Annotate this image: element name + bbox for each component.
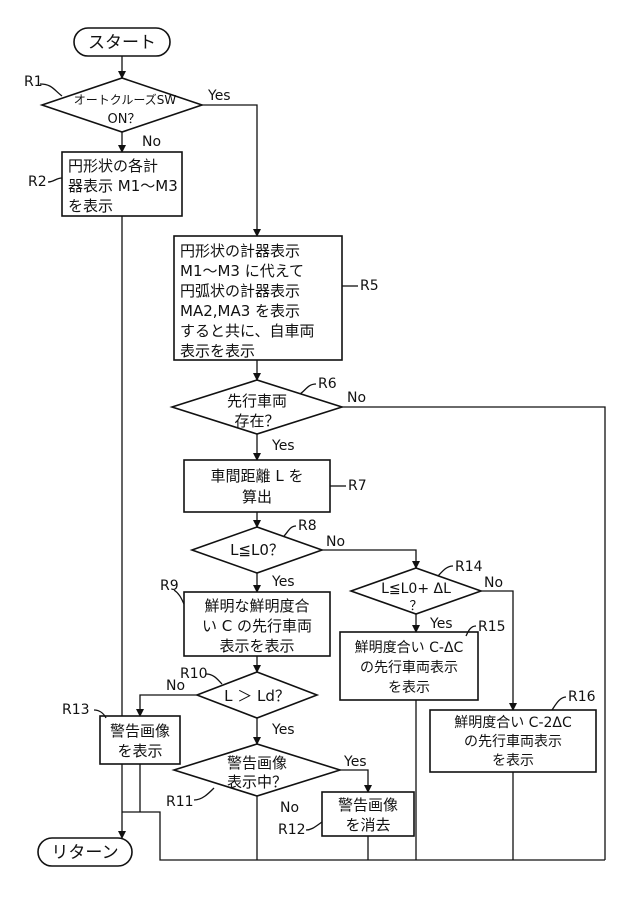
- r10-yes: Yes: [271, 722, 295, 738]
- decision-r1: オートクルーズSW ON？ R1 Yes No: [24, 74, 231, 150]
- r15-text-2: の先行車両表示: [360, 659, 458, 676]
- r9-ref: R9: [160, 578, 179, 594]
- r8-no: No: [326, 534, 345, 550]
- r10-no: No: [166, 678, 185, 694]
- r6-ref-tick: [299, 383, 317, 395]
- r12-ref-tick: [305, 821, 323, 831]
- r5-text-3: 円弧状の計器表示: [180, 282, 300, 300]
- r8-text-1: L≦L0？: [230, 541, 284, 559]
- r9-ref-tick: [173, 589, 185, 605]
- decision-r8: L≦L0？ R8 Yes No: [189, 518, 345, 590]
- r11-yes: Yes: [343, 754, 367, 770]
- start-terminal: スタート: [73, 27, 171, 57]
- r15-ref-tick: [465, 625, 477, 637]
- connector-r11-yes: [340, 769, 372, 793]
- r14-ref: R14: [455, 559, 483, 575]
- r10-text-1: L ＞ Ld？: [224, 687, 290, 705]
- r15-text-1: 鮮明度合い C-ΔC: [355, 640, 464, 656]
- r13-ref-tick: [93, 709, 107, 719]
- r9-text-1: 鮮明な鮮明度合: [204, 597, 309, 615]
- r6-no: No: [347, 390, 366, 406]
- r11-ref: R11: [166, 794, 194, 810]
- r14-text-2: ？: [409, 599, 422, 614]
- r1-text-1: オートクルーズSW: [74, 92, 177, 107]
- r16-text-1: 鮮明度合い C-2ΔC: [454, 715, 572, 731]
- r6-yes: Yes: [271, 438, 295, 454]
- r2-text-3: を表示: [68, 197, 113, 215]
- r5-text-6: 表示を表示: [180, 342, 255, 360]
- r1-yes: Yes: [207, 88, 231, 104]
- r11-ref-tick: [193, 787, 215, 801]
- connectors: [118, 56, 606, 861]
- connector-bottom-collector: [122, 811, 605, 861]
- r7-text-1: 車間距離 L を: [211, 467, 304, 485]
- connector-r8-no: [322, 549, 420, 569]
- return-terminal: リターン: [37, 837, 133, 867]
- connector-r10-no: [136, 694, 197, 717]
- r9-text-3: 表示を表示: [219, 637, 294, 655]
- r12-ref: R12: [278, 822, 306, 838]
- r5-text-5: すると共に、自車両: [180, 322, 315, 340]
- r7-ref: R7: [348, 478, 367, 494]
- r11-text-1: 警告画像: [227, 754, 287, 772]
- r10-ref: R10: [180, 666, 208, 682]
- r6-text-2: 存在？: [234, 412, 279, 430]
- r14-ref-tick: [437, 565, 454, 577]
- r8-ref-tick: [283, 525, 297, 537]
- r1-ref-tick: [39, 83, 63, 97]
- r2-ref-tick: [47, 177, 63, 183]
- r5-text-4: MA2,MA3 を表示: [180, 302, 300, 320]
- process-r16: 鮮明度合い C-2ΔC の先行車両表示 を表示 R16: [429, 689, 597, 773]
- r11-no: No: [280, 800, 299, 816]
- r1-text-2: ON？: [108, 112, 141, 127]
- r5-text-1: 円形状の計器表示: [180, 242, 300, 260]
- r15-ref: R15: [478, 619, 506, 635]
- r1-no: No: [142, 134, 161, 150]
- process-r15: 鮮明度合い C-ΔC の先行車両表示 を表示 R15: [339, 619, 506, 701]
- r8-ref: R8: [298, 518, 317, 534]
- decision-r6: 先行車両 存在？ R6 Yes No: [169, 376, 366, 454]
- decision-r14: L≦L0+ ΔL ？ R14 Yes No: [348, 559, 503, 632]
- r5-ref: R5: [360, 278, 379, 294]
- r6-text-1: 先行車両: [227, 392, 287, 410]
- process-r13: 警告画像 を表示 R13: [62, 702, 181, 765]
- connector-r6-no: [342, 406, 606, 860]
- process-r9: 鮮明な鮮明度合 い C の先行車両 表示を表示 R9: [160, 578, 331, 657]
- r9-text-2: い C の先行車両: [202, 617, 312, 635]
- process-r2: 円形状の各計 器表示 M1～M3 を表示 R2: [28, 151, 183, 217]
- connector-r1-yes: [202, 104, 261, 237]
- r6-ref: R6: [318, 376, 337, 392]
- r15-text-3: を表示: [388, 680, 430, 696]
- r13-text-2: を表示: [117, 742, 162, 760]
- r14-yes: Yes: [429, 616, 453, 632]
- r2-text-2: 器表示 M1～M3: [68, 177, 178, 195]
- r10-ref-tick: [205, 673, 223, 685]
- process-r12: 警告画像 を消去 R12: [278, 791, 415, 838]
- process-r7: 車間距離 L を 算出 R7: [183, 459, 367, 513]
- r16-ref: R16: [568, 689, 596, 705]
- r2-ref: R2: [28, 174, 47, 190]
- r12-text-1: 警告画像: [338, 796, 398, 814]
- r5-text-2: M1～M3 に代えて: [180, 262, 304, 280]
- r1-ref: R1: [24, 74, 43, 90]
- r13-text-1: 警告画像: [110, 722, 170, 740]
- r16-text-3: を表示: [492, 753, 534, 769]
- process-r5: 円形状の計器表示 M1～M3 に代えて 円弧状の計器表示 MA2,MA3 を表示…: [173, 235, 379, 361]
- return-label: リターン: [51, 843, 118, 863]
- r16-ref-tick: [551, 696, 567, 711]
- r14-text-1: L≦L0+ ΔL: [381, 581, 451, 597]
- connector-r14-no: [481, 590, 517, 711]
- r11-text-2: 表示中？: [227, 773, 287, 791]
- r7-text-2: 算出: [242, 488, 272, 506]
- decision-r11: 警告画像 表示中？ R11 Yes No: [166, 743, 367, 816]
- r14-no: No: [484, 575, 503, 591]
- r13-ref: R13: [62, 702, 90, 718]
- r12-text-2: を消去: [345, 816, 390, 834]
- decision-r10: L ＞ Ld？ R10 Yes No: [166, 666, 320, 738]
- r2-text-1: 円形状の各計: [68, 157, 158, 175]
- r8-yes: Yes: [271, 574, 295, 590]
- r16-text-2: の先行車両表示: [464, 733, 562, 750]
- start-label: スタート: [88, 33, 156, 53]
